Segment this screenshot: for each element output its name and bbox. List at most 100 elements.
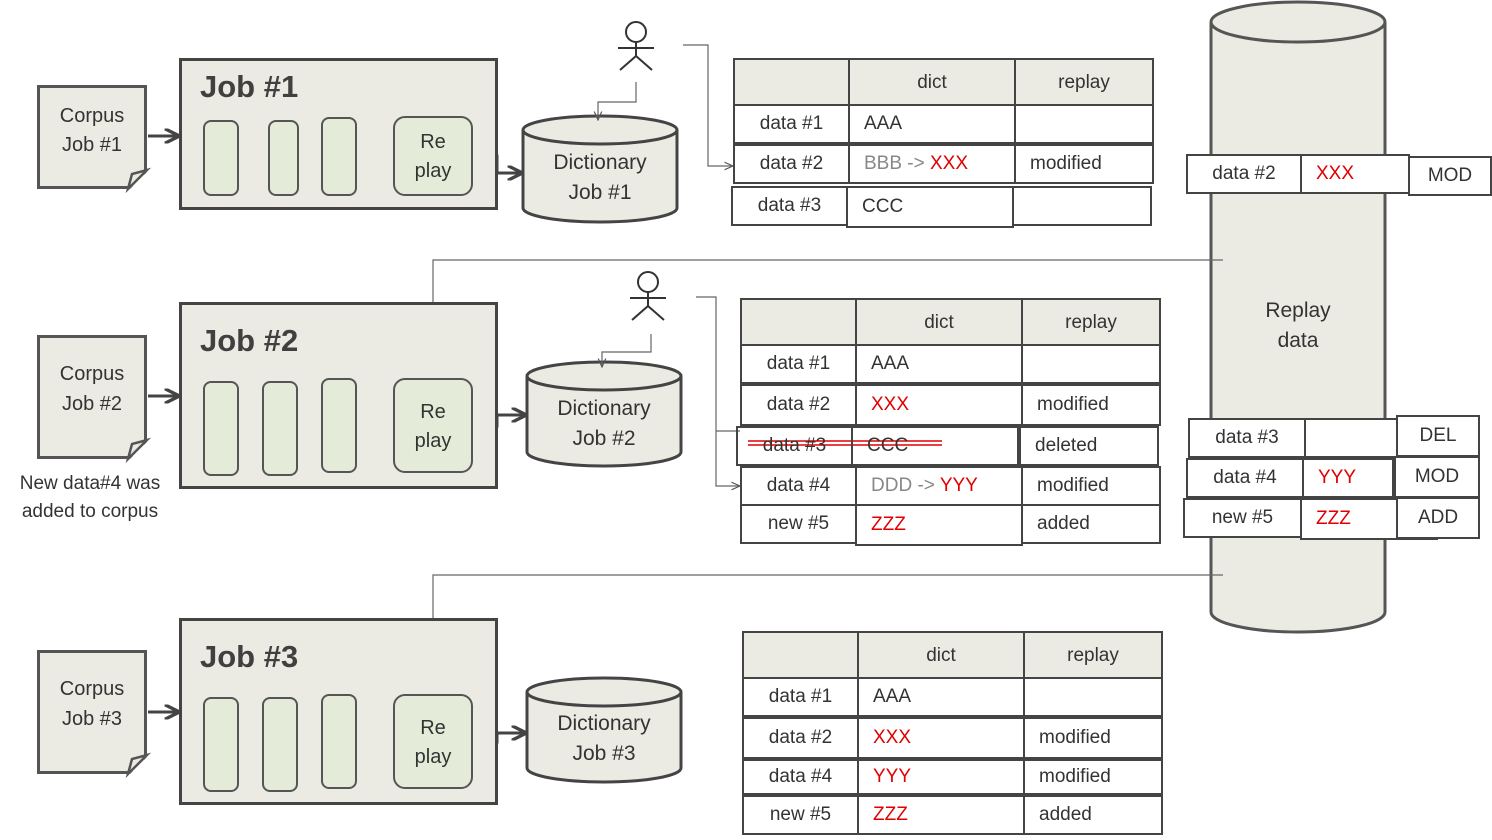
- replay-record-value: [1304, 418, 1400, 458]
- table-cell-id: data #1: [733, 104, 850, 144]
- table-cell-dict: AAA: [848, 104, 1016, 144]
- corpus-label: Job #2: [61, 393, 123, 415]
- table-cell-id: data #4: [742, 759, 859, 795]
- strikethrough-mark: [748, 440, 942, 446]
- replay-record-value: YYY: [1302, 458, 1394, 498]
- process-stage: [203, 120, 239, 196]
- process-stage: [321, 378, 357, 473]
- replay-record-id: data #3: [1188, 418, 1306, 458]
- process-stage: [262, 381, 298, 476]
- process-stage: [321, 117, 357, 196]
- replay-record-op: ADD: [1396, 497, 1480, 539]
- user-actor-icon: [618, 21, 654, 71]
- replay-stage: Re play: [393, 694, 473, 789]
- dictionary-cylinder-1: [521, 114, 679, 224]
- job-title: Job #3: [200, 639, 299, 674]
- table-cell-dict: BBB -> XXX: [848, 144, 1016, 184]
- dictionary-cylinder-2: [525, 360, 683, 468]
- dictionary-cylinder-3: [525, 676, 683, 784]
- table-cell-id: data #1: [740, 344, 857, 384]
- table-cell-dict: XXX: [855, 384, 1023, 426]
- user-actor-icon: [630, 271, 666, 321]
- table-cell-replay: modified: [1023, 759, 1163, 795]
- table-header-replay: replay: [1023, 631, 1163, 679]
- table-cell-id: new #5: [740, 504, 857, 544]
- table-cell-replay: deleted: [1019, 426, 1159, 466]
- replay-record-op: MOD: [1394, 456, 1480, 498]
- table-cell-replay: [1021, 344, 1161, 384]
- job-title: Job #2: [200, 323, 299, 358]
- table-cell-id-deleted: data #3: [736, 426, 853, 466]
- process-stage: [262, 697, 298, 792]
- table-cell-replay: [1014, 104, 1154, 144]
- replay-record-id: data #4: [1186, 458, 1304, 498]
- table-cell-id: data #2: [733, 144, 850, 184]
- dictionary-label: Job #1: [568, 181, 632, 204]
- table-cell-dict: CCC: [846, 186, 1014, 228]
- dictionary-label: Job #3: [572, 742, 636, 765]
- table-cell-replay: [1012, 186, 1152, 226]
- replay-record-value: XXX: [1300, 154, 1410, 194]
- table-cell-replay: added: [1023, 795, 1163, 835]
- table-cell-dict: YYY: [857, 759, 1025, 795]
- dictionary-label: Dictionary: [553, 151, 647, 174]
- process-stage: [321, 694, 357, 789]
- corpus-label: Corpus: [59, 678, 125, 700]
- replay-record-op: MOD: [1408, 156, 1492, 196]
- table-header-empty: [733, 58, 850, 106]
- process-stage: [268, 120, 299, 196]
- old-value: BBB ->: [864, 153, 930, 174]
- corpus-label: Corpus: [59, 105, 125, 127]
- dictionary-2: Dictionary Job #2: [527, 394, 681, 458]
- table-cell-replay: modified: [1023, 717, 1163, 759]
- replay-data-label: Replay data: [1211, 296, 1385, 360]
- table-cell-dict: XXX: [857, 717, 1025, 759]
- table-header-replay: replay: [1014, 58, 1154, 106]
- table-cell-id: data #1: [742, 677, 859, 717]
- replay-stage: Re play: [393, 116, 473, 196]
- old-value: DDD ->: [871, 475, 940, 496]
- table-cell-replay: modified: [1021, 466, 1161, 506]
- table-header-empty: [742, 631, 859, 679]
- table-header-dict: dict: [848, 58, 1016, 106]
- replay-record-id: data #2: [1186, 154, 1302, 194]
- table-cell-id: data #2: [742, 717, 859, 759]
- corpus-document-2: Corpus Job #2: [37, 335, 147, 459]
- corpus-label: Job #3: [61, 708, 123, 730]
- replay-label: Re: [420, 717, 446, 739]
- corpus-document-1: Corpus Job #1: [37, 85, 147, 189]
- table-header-dict: dict: [855, 298, 1023, 346]
- table-cell-replay: added: [1021, 504, 1161, 544]
- corpus-label: Corpus: [59, 363, 125, 385]
- table-cell-dict: AAA: [857, 677, 1025, 717]
- corpus-note: added to corpus: [21, 501, 159, 522]
- replay-data-title: Replay: [1265, 299, 1331, 322]
- table-cell-id: data #3: [731, 186, 848, 226]
- table-cell-dict: AAA: [855, 344, 1023, 384]
- process-stage: [203, 381, 239, 476]
- replay-record-id: new #5: [1183, 498, 1302, 538]
- replay-data-title: data: [1277, 329, 1319, 352]
- replay-label: Re: [420, 401, 446, 423]
- new-value: XXX: [930, 153, 969, 174]
- table-cell-dict: ZZZ: [857, 795, 1025, 835]
- table-cell-id: data #2: [740, 384, 857, 426]
- table-cell-replay: modified: [1014, 144, 1154, 184]
- table-header-empty: [740, 298, 857, 346]
- replay-label: play: [414, 430, 452, 452]
- replay-stage: Re play: [393, 378, 473, 473]
- table-cell-dict-deleted: CCC: [851, 426, 1019, 466]
- corpus-document-3: Corpus Job #3: [37, 650, 147, 774]
- table-cell-replay: modified: [1021, 384, 1161, 426]
- dictionary-3: Dictionary Job #3: [527, 709, 681, 773]
- process-stage: [203, 697, 239, 792]
- job-title: Job #1: [200, 69, 299, 104]
- corpus-label: Job #1: [61, 134, 123, 156]
- table-header-dict: dict: [857, 631, 1025, 679]
- table-cell-id: new #5: [742, 795, 859, 835]
- replay-label: play: [414, 160, 452, 182]
- new-value: YYY: [939, 475, 978, 496]
- dictionary-label: Dictionary: [557, 397, 651, 420]
- dictionary-label: Dictionary: [557, 712, 651, 735]
